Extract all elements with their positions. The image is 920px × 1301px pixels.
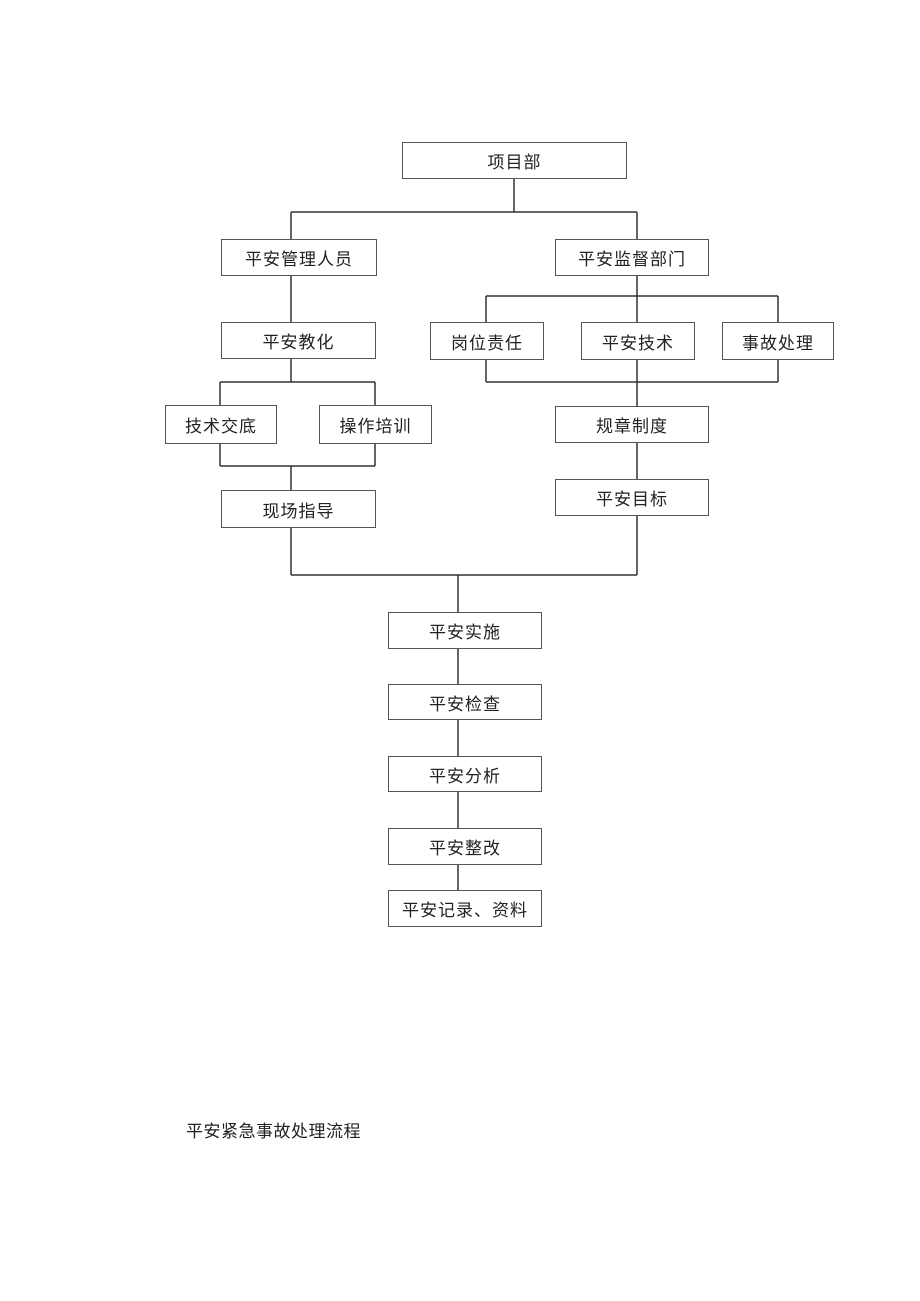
node-safety-supervision: 平安监督部门 — [555, 239, 709, 276]
connector-lines — [219, 178, 779, 890]
node-safety-technology: 平安技术 — [581, 322, 695, 360]
node-safety-goal: 平安目标 — [555, 479, 709, 516]
section-caption: 平安紧急事故处理流程 — [186, 1122, 361, 1142]
node-safety-inspection: 平安检查 — [388, 684, 542, 720]
node-post-responsibility: 岗位责任 — [430, 322, 544, 360]
node-safety-analysis: 平安分析 — [388, 756, 542, 792]
node-technical-disclosure: 技术交底 — [165, 405, 277, 444]
node-site-guidance: 现场指导 — [221, 490, 376, 528]
node-safety-education: 平安教化 — [221, 322, 376, 359]
node-safety-records: 平安记录、资料 — [388, 890, 542, 927]
node-operation-training: 操作培训 — [319, 405, 432, 444]
node-safety-implementation: 平安实施 — [388, 612, 542, 649]
node-safety-manager: 平安管理人员 — [221, 239, 377, 276]
node-project: 项目部 — [402, 142, 627, 179]
node-rules-system: 规章制度 — [555, 406, 709, 443]
node-accident-handling: 事故处理 — [722, 322, 834, 360]
node-safety-rectification: 平安整改 — [388, 828, 542, 865]
